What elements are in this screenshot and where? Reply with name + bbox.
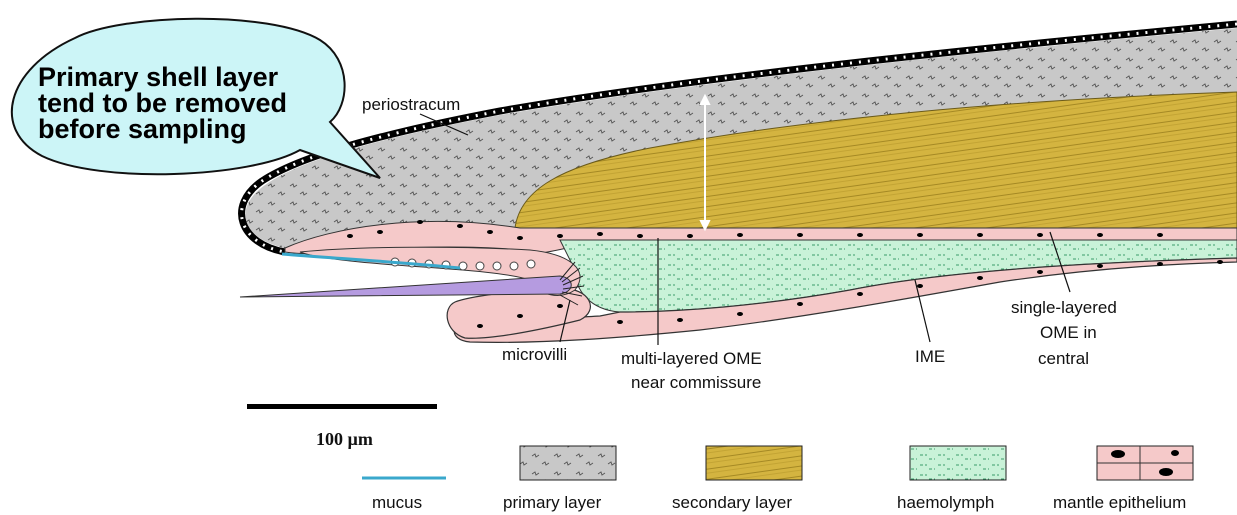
periostracal-wedge: [240, 276, 571, 297]
label-microvilli: microvilli: [502, 345, 567, 364]
label-ome-near-2: near commissure: [631, 373, 761, 392]
label-ime: IME: [915, 347, 945, 366]
label-periostracum: periostracum: [362, 95, 460, 114]
legend-mantle-label: mantle epithelium: [1053, 493, 1186, 512]
label-ome-central-2: OME in: [1040, 323, 1097, 342]
label-ome-central-1: single-layered: [1011, 298, 1117, 317]
haemolymph-region: [560, 240, 1237, 312]
legend-mantle-swatch: [1097, 446, 1193, 480]
legend-haemolymph-label: haemolymph: [897, 493, 994, 512]
legend: mucus primary layer secondary layer haem…: [362, 446, 1193, 512]
scale-bar: [247, 404, 437, 409]
scale-bar-label: 100 µm: [316, 429, 373, 449]
label-ome-near-1: multi-layered OME: [621, 349, 762, 368]
legend-primary-swatch: [520, 446, 616, 480]
legend-haemolymph-swatch: [910, 446, 1006, 480]
callout-line-3: before sampling: [38, 114, 247, 144]
legend-secondary-swatch: [706, 446, 802, 480]
label-ome-central-3: central: [1038, 349, 1089, 368]
legend-secondary-label: secondary layer: [672, 493, 792, 512]
legend-primary-label: primary layer: [503, 493, 602, 512]
legend-mucus-label: mucus: [372, 493, 422, 512]
